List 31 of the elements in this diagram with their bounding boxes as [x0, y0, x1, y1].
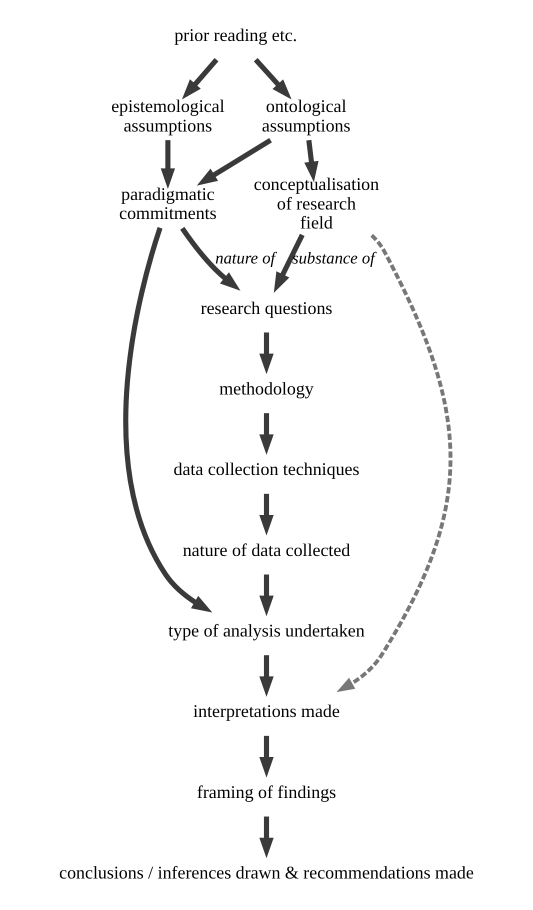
arrow: [180, 226, 240, 291]
node-text: paradigmatic commitments: [119, 184, 217, 223]
node-text: epistemological assumptions: [111, 96, 225, 136]
node-text: conceptualisation of research field: [254, 174, 380, 233]
node-text: conclusions / inferences drawn & recommendations made: [59, 862, 474, 882]
edge-label: nature of: [215, 248, 276, 268]
edge-label: substance of: [292, 248, 375, 268]
arrow: [259, 816, 274, 858]
arrow: [304, 140, 319, 182]
arrow: [254, 58, 292, 100]
arrow: [274, 234, 305, 293]
arrow: [259, 332, 274, 374]
arrow: [259, 655, 274, 697]
node-text: methodology: [219, 378, 314, 398]
arrow: [196, 138, 272, 186]
arrow: [259, 494, 274, 536]
node-text: research questions: [200, 298, 332, 318]
arrow: [182, 58, 218, 100]
node-text: ontological assumptions: [262, 96, 350, 136]
arrow: [160, 140, 176, 189]
arrow: [336, 234, 452, 692]
node-text: interpretations made: [193, 701, 340, 722]
node-text: prior reading etc.: [174, 24, 298, 45]
arrow: [123, 227, 212, 612]
node-text: type of analysis undertaken: [168, 620, 365, 640]
arrow: [259, 574, 274, 616]
arrow: [259, 736, 274, 778]
node-text: framing of findings: [196, 782, 336, 802]
node-text: data collection techniques: [174, 459, 360, 480]
node-text: nature of data collected: [182, 540, 350, 560]
arrow: [259, 413, 274, 455]
